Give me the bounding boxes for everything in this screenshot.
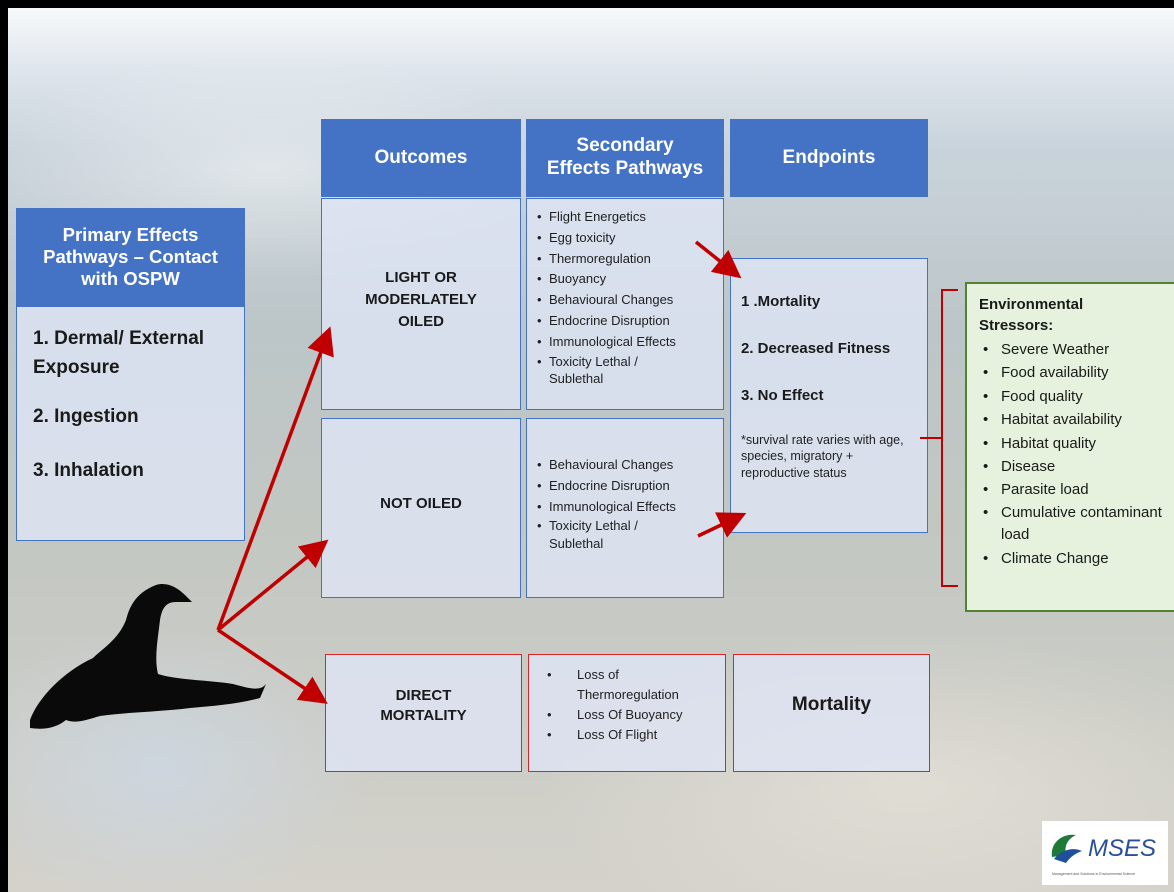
list-item: Climate Change xyxy=(979,547,1167,571)
primary-box: 1. Dermal/ External Exposure 2. Ingestio… xyxy=(16,306,245,541)
list-item: Disease xyxy=(979,455,1167,479)
list-item: Immunological Effects xyxy=(537,497,715,518)
arrow-to-direct xyxy=(217,628,328,704)
list-item: Food availability xyxy=(979,361,1167,385)
environmental-stressors-list: Severe Weather Food availability Food qu… xyxy=(979,338,1167,571)
outcome-light-label: LIGHT OR MODERLATELY OILED xyxy=(365,269,477,330)
mses-logo-tagline: Management and Solutions in Environmenta… xyxy=(1052,872,1136,876)
list-item: Loss Of Buoyancy xyxy=(547,705,717,725)
endpoints-header: Endpoints xyxy=(730,119,928,197)
list-item: Cumulative contaminant load xyxy=(979,502,1167,547)
environmental-stressors-box: Environmental Stressors: Severe Weather … xyxy=(965,282,1174,612)
arrow-to-not-oiled xyxy=(216,539,329,632)
outcome-direct-label: DIRECT MORTALITY xyxy=(380,686,467,724)
primary-header: Primary Effects Pathways – Contact with … xyxy=(16,208,245,306)
list-item: Parasite load xyxy=(979,478,1167,502)
outcome-direct-box: DIRECT MORTALITY xyxy=(325,654,522,772)
list-item: Immunological Effects xyxy=(537,332,715,353)
secondary-light-list: Flight Energetics Egg toxicity Thermoreg… xyxy=(537,207,715,388)
list-item: Buoyancy xyxy=(537,269,715,290)
endpoint-direct-mortality: Mortality xyxy=(791,694,872,715)
list-item: Loss of Thermoregulation xyxy=(547,665,697,705)
endpoint-mortality: 1 .Mortality xyxy=(741,293,821,310)
endpoint-direct-box: Mortality xyxy=(733,654,930,772)
list-item: Severe Weather xyxy=(979,338,1167,362)
outcomes-header: Outcomes xyxy=(321,119,521,197)
endpoints-box: 1 .Mortality 2. Decreased Fitness 3. No … xyxy=(730,258,928,533)
list-item: Loss Of Flight xyxy=(547,725,717,745)
primary-item-inhalation: 3. Inhalation xyxy=(33,460,144,481)
list-item: Egg toxicity xyxy=(537,228,715,249)
list-item: Toxicity Lethal / Sublethal xyxy=(537,353,679,388)
slide: Primary Effects Pathways – Contact with … xyxy=(8,8,1174,892)
secondary-light-box: Flight Energetics Egg toxicity Thermoreg… xyxy=(526,198,724,410)
outcome-light-box: LIGHT OR MODERLATELY OILED xyxy=(321,198,521,410)
list-item: Endocrine Disruption xyxy=(537,476,715,497)
list-item: Behavioural Changes xyxy=(537,455,715,476)
primary-item-dermal: 1. Dermal/ External Exposure xyxy=(33,328,205,378)
list-item: Toxicity Lethal / Sublethal xyxy=(537,517,679,552)
list-item: Habitat quality xyxy=(979,432,1167,456)
primary-item-ingestion: 2. Ingestion xyxy=(33,406,139,427)
secondary-header: Secondary Effects Pathways xyxy=(526,119,724,197)
endpoint-note: *survival rate varies with age, species,… xyxy=(741,433,904,480)
mses-logo: MSES Management and Solutions in Environ… xyxy=(1042,821,1168,885)
secondary-not-oiled-box: Behavioural Changes Endocrine Disruption… xyxy=(526,418,724,598)
list-item: Behavioural Changes xyxy=(537,290,715,311)
secondary-not-oiled-list: Behavioural Changes Endocrine Disruption… xyxy=(537,455,715,552)
list-item: Food quality xyxy=(979,385,1167,409)
endpoint-no-effect: 3. No Effect xyxy=(741,387,824,404)
list-item: Thermoregulation xyxy=(537,249,715,270)
secondary-direct-box: Loss of Thermoregulation Loss Of Buoyanc… xyxy=(528,654,726,772)
outcome-not-oiled-box: NOT OILED xyxy=(321,418,521,598)
outcome-not-oiled-label: NOT OILED xyxy=(380,494,462,512)
environmental-stressors-title: Environmental Stressors: xyxy=(979,296,1084,334)
secondary-direct-list: Loss of Thermoregulation Loss Of Buoyanc… xyxy=(547,665,717,746)
endpoint-decreased-fitness: 2. Decreased Fitness xyxy=(741,340,891,357)
list-item: Habitat availability xyxy=(979,408,1167,432)
list-item: Endocrine Disruption xyxy=(537,311,715,332)
mses-logo-text: MSES xyxy=(1088,835,1157,862)
duck-silhouette xyxy=(30,584,266,729)
mses-logo-icon xyxy=(1051,834,1082,863)
list-item: Flight Energetics xyxy=(537,207,715,228)
